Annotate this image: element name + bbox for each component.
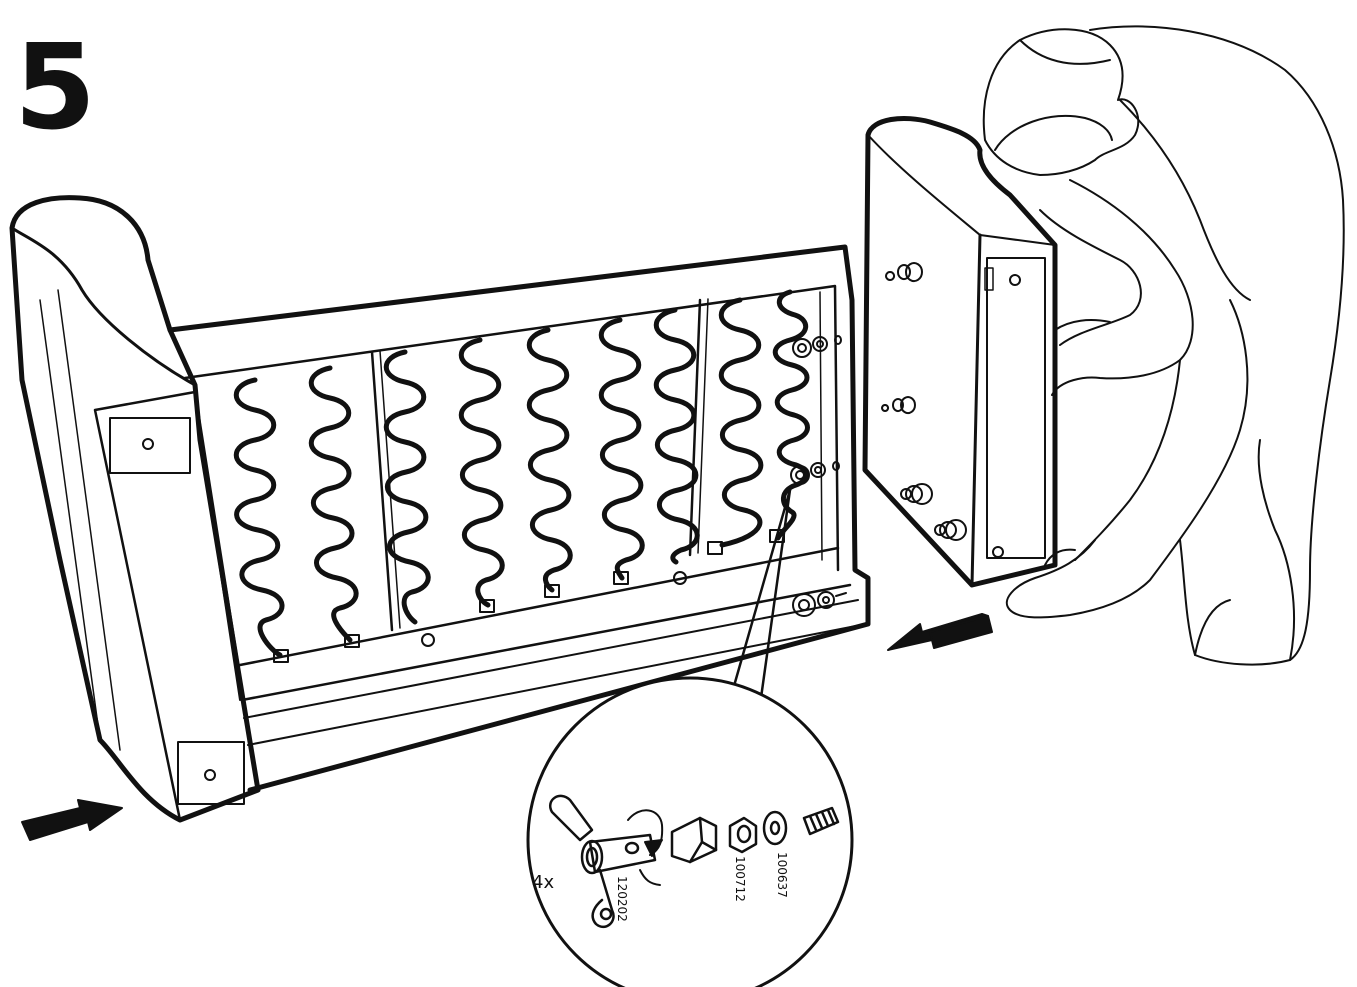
part-id-label: 100712 (733, 856, 747, 902)
bolt-icon (802, 806, 840, 836)
step-number: 5 (14, 18, 97, 156)
right-armrest-outline (862, 115, 1058, 588)
washer-icon (762, 810, 788, 846)
armrest-bracket-bottom (177, 741, 245, 805)
wrench-key-icon (549, 794, 657, 929)
part-id-label: 100637 (775, 852, 789, 898)
frame-fittings (421, 335, 847, 647)
push-arrow-icon (887, 613, 993, 651)
nut-icon (670, 816, 718, 864)
detail-circle (526, 676, 854, 987)
part-id-label: 120202 (615, 876, 629, 922)
detail-callout: 4x 120202 100712 100637 (526, 488, 854, 987)
zigzag-springs (233, 289, 810, 658)
spring-clips (273, 529, 785, 663)
nut-icon (728, 816, 758, 854)
rotate-arrow-icon (627, 809, 664, 886)
sofa-frame (9, 195, 871, 823)
push-arrow-icon (21, 799, 123, 841)
armrest-bracket-top (109, 417, 191, 474)
person-figure (982, 25, 1345, 666)
armrest-outline (9, 195, 261, 823)
armrest-fittings (881, 262, 967, 541)
right-armrest (862, 115, 1058, 588)
quantity-label: 4x (532, 872, 554, 893)
seat-frame-outline (167, 244, 871, 793)
